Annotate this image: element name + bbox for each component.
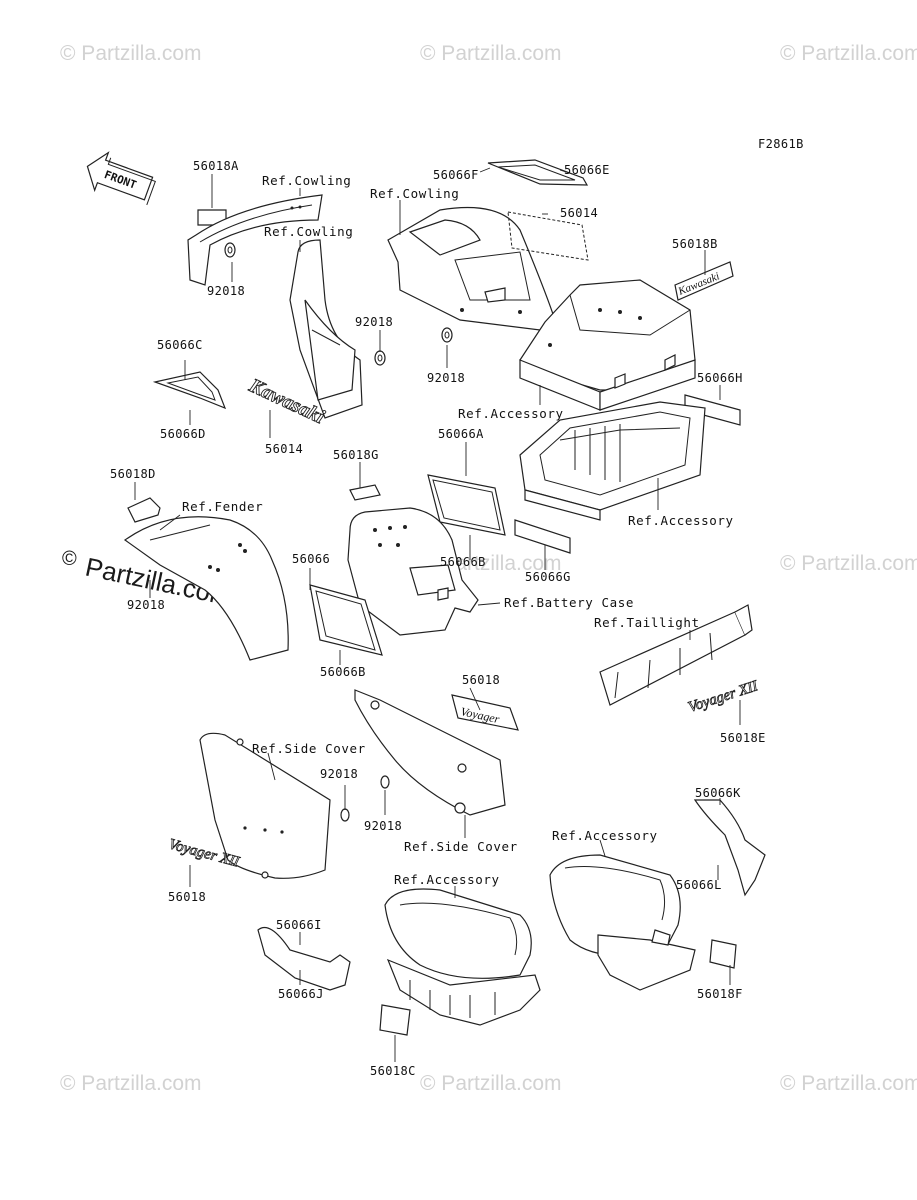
callout-ref-accessory: Ref.Accessory — [394, 872, 500, 887]
callout-92018: 92018 — [355, 315, 393, 329]
figure-code: F2861B — [758, 137, 804, 151]
grommet-92018 — [224, 242, 236, 258]
trim-56066i — [257, 926, 351, 991]
watermark: © Partzilla.com — [780, 42, 917, 65]
front-arrow-icon: FRONT — [86, 151, 156, 206]
decal-56066c — [152, 371, 227, 410]
fairing — [387, 207, 556, 331]
callout-ref-accessory: Ref.Accessory — [628, 513, 734, 528]
callout-ref-accessory: Ref.Accessory — [552, 828, 658, 843]
callout-ref-battery-case: Ref.Battery Case — [504, 595, 634, 610]
callout-92018: 92018 — [364, 819, 402, 833]
callout-56066l: 56066L — [676, 878, 722, 892]
callout-92018: 92018 — [207, 284, 245, 298]
callout-56014: 56014 — [560, 206, 598, 220]
callout-56018: 56018 — [462, 673, 500, 687]
callout-56066h: 56066H — [697, 371, 743, 385]
left-side-cover — [199, 732, 331, 879]
callout-ref-cowling: Ref.Cowling — [262, 173, 351, 188]
decal-56066 — [309, 584, 383, 656]
inner-cowling-panel — [289, 239, 363, 419]
callout-56066g: 56066G — [525, 570, 571, 584]
watermark: © Partzilla.com — [420, 1072, 562, 1095]
decal-56066g-strip — [514, 519, 571, 554]
callout-56018: 56018 — [168, 890, 206, 904]
voyager-emblem-middle: Voyager — [451, 694, 519, 731]
callout-labels: 56018A Ref.Cowling Ref.Cowling Ref.Cowli… — [110, 159, 766, 1078]
callout-56018e: 56018E — [720, 731, 766, 745]
svg-text:©: © — [62, 548, 77, 570]
left-saddlebag — [384, 888, 541, 1026]
leader-lines — [134, 167, 741, 1062]
voyager-right-text: Voyager XII — [686, 678, 760, 716]
callout-56066f: 56066F — [433, 168, 479, 182]
callout-56066c: 56066C — [157, 338, 203, 352]
taillight — [599, 604, 753, 706]
trunk-lid — [519, 279, 696, 411]
watermark: © Partzilla.com — [780, 1072, 917, 1095]
watermark: © Partzilla.com — [420, 42, 562, 65]
watermark: © Partzilla.com — [60, 1072, 202, 1095]
callout-56018b: 56018B — [672, 237, 718, 251]
grommet-92018 — [374, 350, 386, 366]
callout-ref-side-cover: Ref.Side Cover — [404, 839, 518, 854]
voyager-emblem-right: Voyager XII — [686, 678, 761, 717]
watermark: © Partzilla.com — [60, 42, 202, 65]
callout-56066: 56066 — [292, 552, 330, 566]
callout-56066i: 56066I — [276, 918, 322, 932]
callout-56066e: 56066E — [564, 163, 610, 177]
callout-92018: 92018 — [320, 767, 358, 781]
callout-ref-fender: Ref.Fender — [182, 499, 263, 514]
battery-case-cover — [347, 507, 479, 636]
watermark: © Partzilla.com — [780, 552, 917, 575]
callout-ref-accessory: Ref.Accessory — [458, 406, 564, 421]
bracket-56018d — [127, 497, 161, 523]
grommet-92018 — [441, 327, 453, 343]
cowling-trim-strip — [187, 194, 323, 286]
decal-56066e — [487, 159, 589, 186]
decal-56014-strip — [507, 211, 589, 261]
callout-92018: 92018 — [127, 598, 165, 612]
callout-92018: 92018 — [427, 371, 465, 385]
callout-56018c: 56018C — [370, 1064, 416, 1078]
callout-ref-side-cover: Ref.Side Cover — [252, 741, 366, 756]
callout-56066a: 56066A — [438, 427, 484, 441]
callout-56066d: 56066D — [160, 427, 206, 441]
callout-56018d: 56018D — [110, 467, 156, 481]
callout-ref-taillight: Ref.Taillight — [594, 615, 700, 630]
right-side-cover — [354, 689, 506, 816]
callout-56014: 56014 — [265, 442, 303, 456]
callout-56066b: 56066B — [440, 555, 486, 569]
callout-56066k: 56066K — [695, 786, 741, 800]
trim-56066k — [693, 799, 766, 897]
plate-56018c — [379, 1004, 411, 1036]
plate-56018g — [349, 484, 381, 501]
kawasaki-trunk-emblem: Kawasaki — [674, 261, 734, 301]
callout-ref-cowling: Ref.Cowling — [370, 186, 459, 201]
callout-56018a: 56018A — [193, 159, 239, 173]
plate-56018f — [709, 939, 737, 969]
callout-56018f: 56018F — [697, 987, 743, 1001]
callout-56066j: 56066J — [278, 987, 324, 1001]
grommet-92018 — [380, 775, 390, 789]
decal-56066a — [427, 474, 506, 536]
front-fender — [123, 516, 289, 661]
callout-ref-cowling: Ref.Cowling — [264, 224, 353, 239]
right-saddlebag — [549, 854, 696, 991]
grommet-92018 — [340, 808, 350, 822]
callout-56066b: 56066B — [320, 665, 366, 679]
callout-56018g: 56018G — [333, 448, 379, 462]
trunk-base — [519, 401, 706, 521]
